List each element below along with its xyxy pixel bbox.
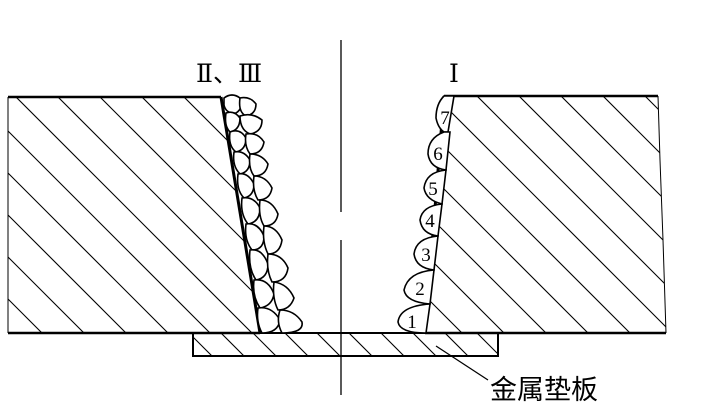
right-weld-beads xyxy=(397,95,455,334)
hatch-line xyxy=(444,333,469,356)
hatch-line xyxy=(476,96,666,333)
weld-bead xyxy=(236,172,255,199)
hatch-line xyxy=(252,333,277,356)
hatch-line xyxy=(425,96,505,333)
hatch-line xyxy=(8,97,169,333)
backing-plate-leader xyxy=(435,345,489,381)
hatch-line xyxy=(220,333,245,356)
right-group-label: Ⅰ xyxy=(449,59,459,88)
hatch-line xyxy=(157,333,180,356)
hatch-line xyxy=(602,96,666,333)
hatch-line xyxy=(560,96,666,333)
hatch-line xyxy=(348,333,373,356)
weld-bead-3 xyxy=(413,235,439,271)
hatch-line xyxy=(644,96,666,333)
weld-bead xyxy=(238,96,257,117)
hatch-line xyxy=(183,97,260,333)
pass-number: 6 xyxy=(433,144,443,165)
hatch-line xyxy=(8,97,85,333)
hatch-line xyxy=(284,333,309,356)
hatch-line xyxy=(434,96,666,333)
pass-number: 5 xyxy=(428,179,438,200)
weld-bead xyxy=(277,309,303,334)
hatch-line xyxy=(316,333,341,356)
weld-bead xyxy=(228,130,247,153)
pass-number: 3 xyxy=(421,245,431,266)
hatch-line xyxy=(15,97,253,333)
weld-bead xyxy=(239,113,263,135)
hatch-line xyxy=(141,97,260,333)
weld-bead xyxy=(244,132,265,155)
weld-bead xyxy=(223,94,243,114)
weld-bead xyxy=(248,153,269,177)
left-weld-beads xyxy=(223,94,303,334)
weld-bead xyxy=(240,196,261,225)
backing-plate-label: 金属垫板 xyxy=(490,375,598,406)
pass-number: 2 xyxy=(415,279,425,300)
weld-bead-4 xyxy=(419,203,443,237)
backing-plate-hatching xyxy=(157,333,532,356)
hatch-line xyxy=(8,97,43,333)
pass-number: 1 xyxy=(407,312,417,333)
weld-bead xyxy=(232,150,251,175)
hatch-line xyxy=(509,333,532,356)
hatch-line xyxy=(380,333,405,356)
weld-bead xyxy=(258,199,279,227)
weld-bead-1 xyxy=(397,303,431,334)
hatch-line xyxy=(8,97,127,333)
hatch-line xyxy=(412,333,437,356)
pass-number: 7 xyxy=(440,108,450,129)
weld-bead xyxy=(224,111,241,133)
hatch-line xyxy=(425,96,589,333)
pass-number-labels: 7 6 5 4 3 2 1 xyxy=(407,108,450,333)
pass-number: 4 xyxy=(425,211,435,232)
hatch-line xyxy=(8,97,211,333)
hatch-line xyxy=(193,336,213,356)
hatch-line xyxy=(518,96,666,333)
hatch-line xyxy=(476,333,498,355)
weld-bead xyxy=(266,253,289,283)
weld-bead xyxy=(262,225,283,255)
hatch-line xyxy=(99,97,260,333)
weld-bead-5 xyxy=(423,169,447,205)
metal-backing-plate xyxy=(157,332,532,357)
weld-bead-2 xyxy=(403,269,435,305)
weld-bead xyxy=(272,281,295,311)
weld-bead xyxy=(252,175,273,201)
weld-bead xyxy=(244,222,265,251)
weld-bead xyxy=(256,306,281,334)
left-base-plate xyxy=(7,95,262,335)
weld-bead xyxy=(248,248,269,281)
left-group-label: Ⅱ、Ⅲ xyxy=(196,59,262,88)
weld-bead xyxy=(252,278,275,309)
